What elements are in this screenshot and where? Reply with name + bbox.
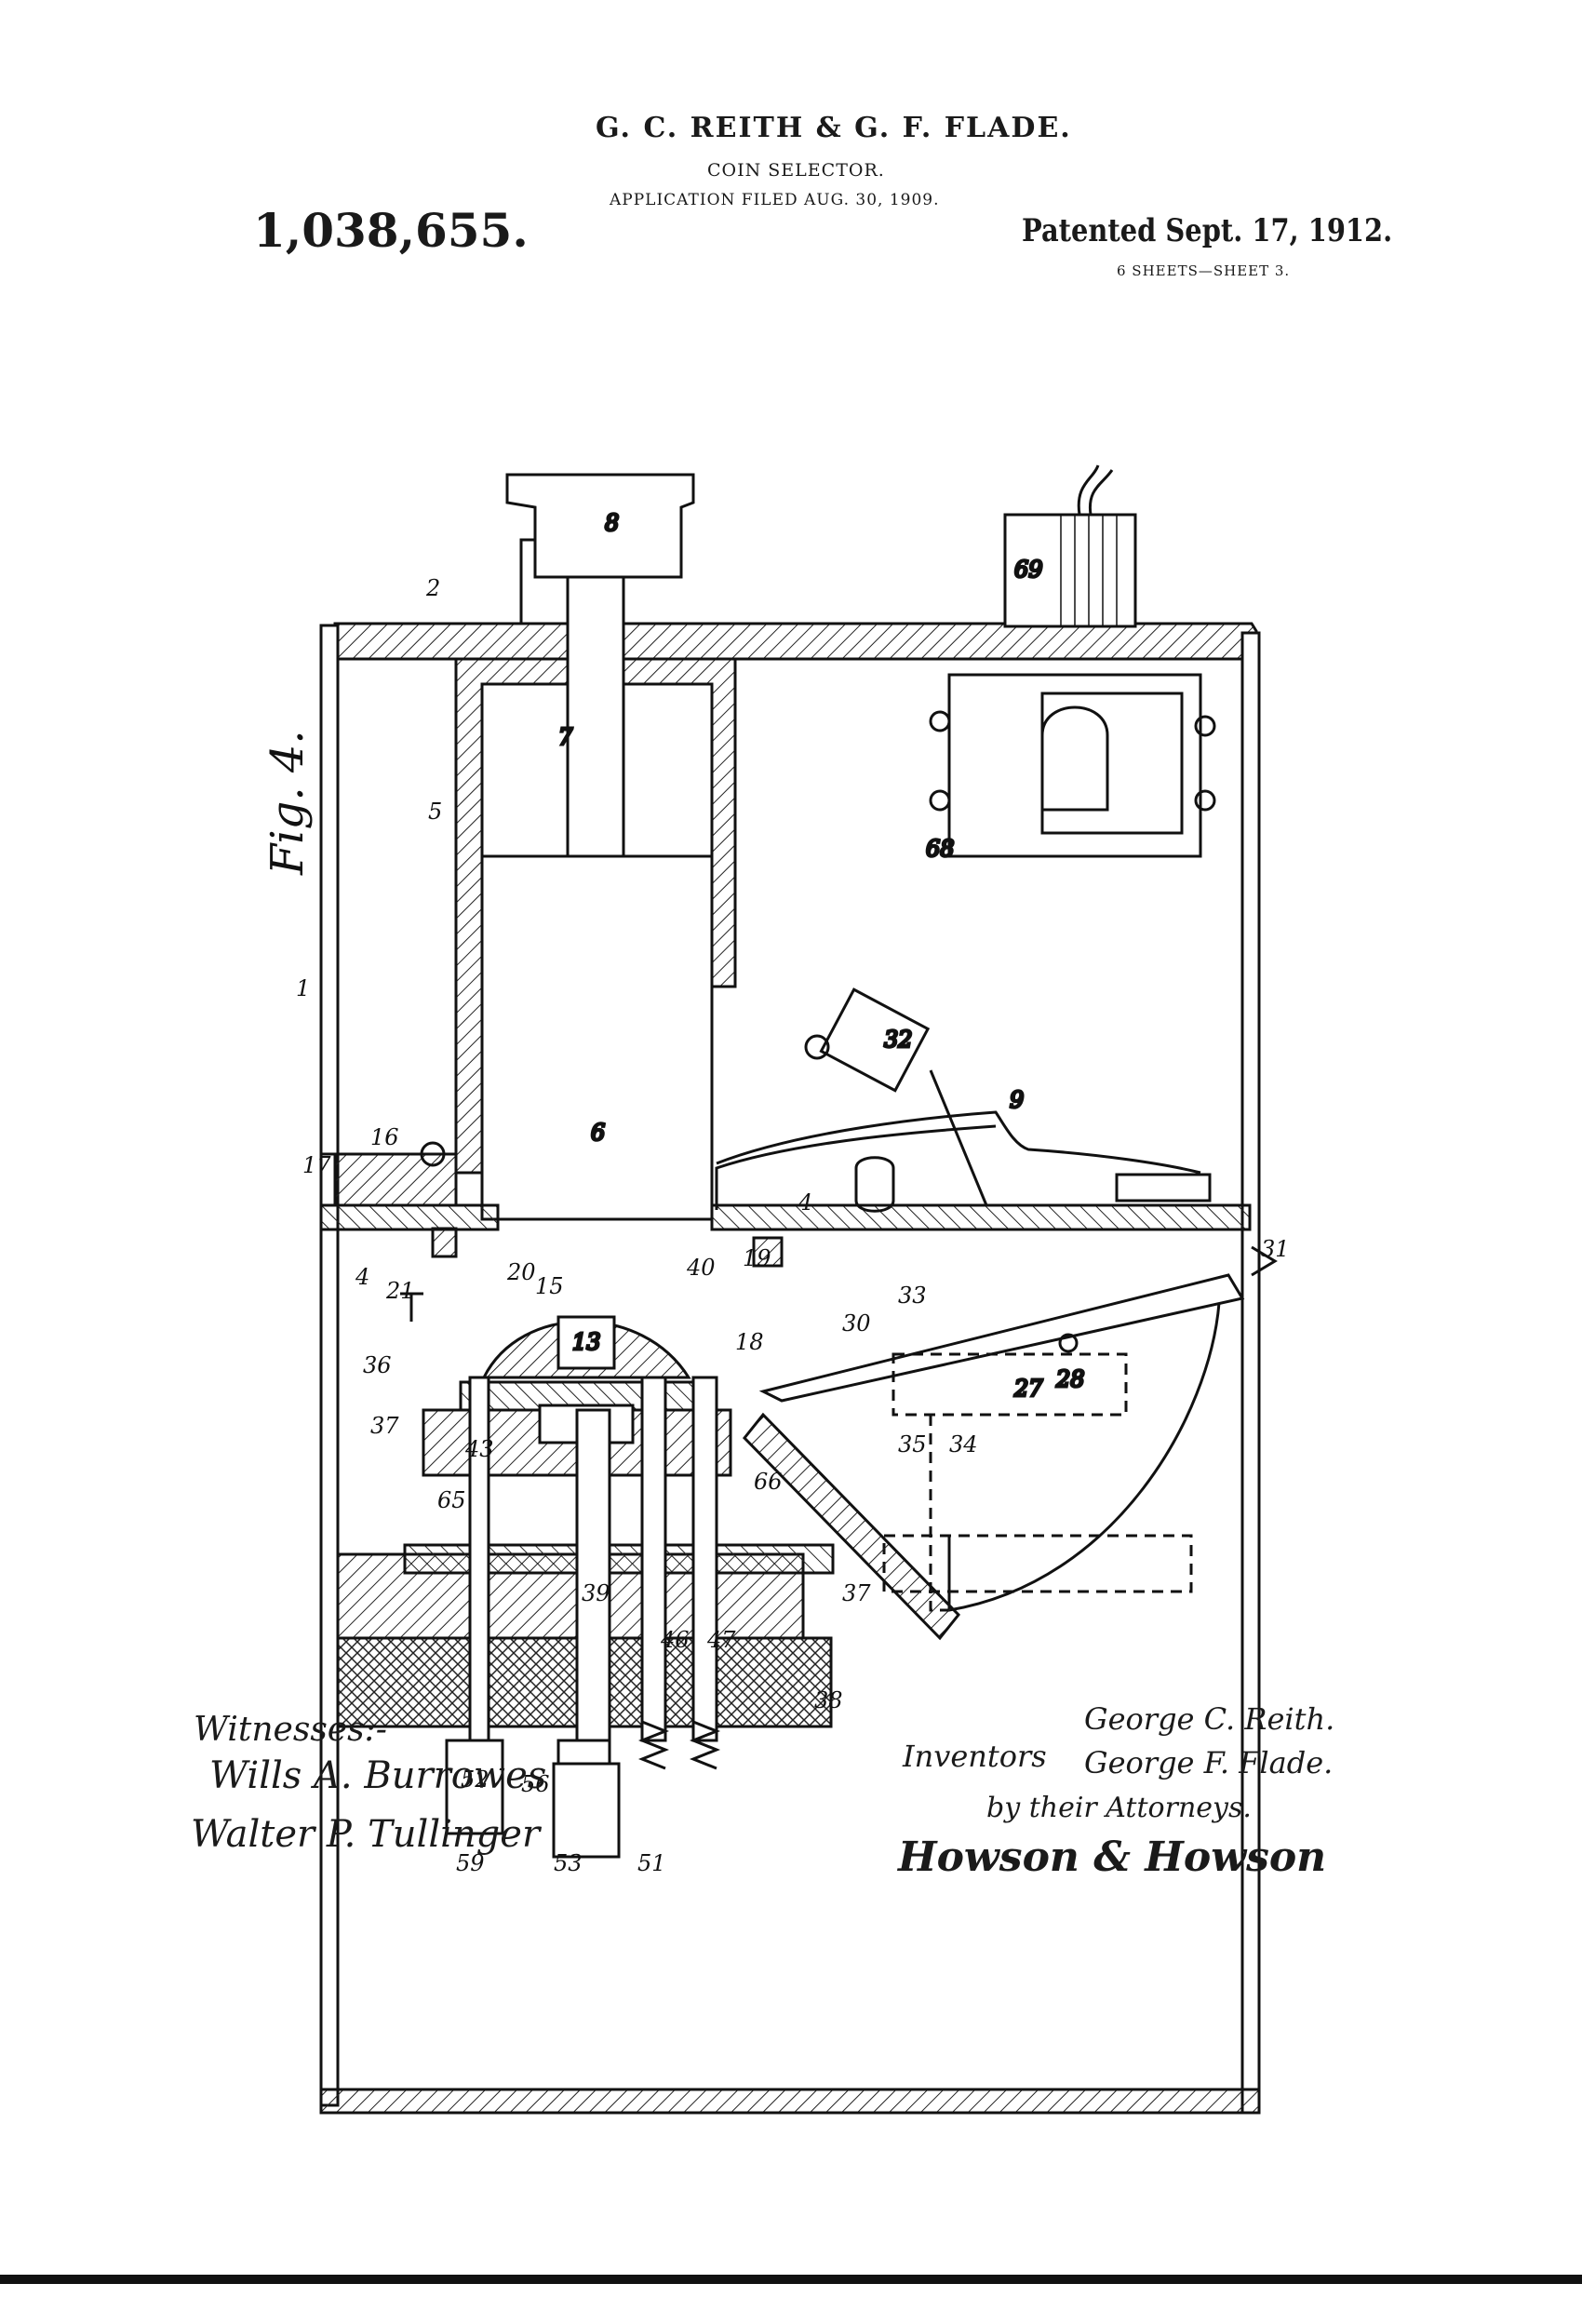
filing-date: APPLICATION FILED AUG. 30, 1909. <box>610 191 940 209</box>
solenoid-69 <box>1003 513 1137 628</box>
svg-text:53: 53 <box>554 1850 583 1876</box>
plunger-7 <box>566 575 625 858</box>
svg-text:69: 69 <box>1014 557 1043 583</box>
svg-text:17: 17 <box>302 1152 331 1178</box>
svg-text:37: 37 <box>842 1580 871 1606</box>
magnet-52 <box>445 1739 504 1835</box>
svg-text:66: 66 <box>754 1469 783 1495</box>
bottom-rule <box>0 2275 1582 2284</box>
svg-text:65: 65 <box>437 1487 466 1513</box>
svg-text:33: 33 <box>898 1283 927 1309</box>
attorneys-label: by their Attorneys. <box>986 1792 1252 1824</box>
svg-text:4: 4 <box>798 1189 812 1216</box>
sheet-number: 6 SHEETS—SHEET 3. <box>1117 262 1291 279</box>
svg-text:47: 47 <box>706 1627 736 1653</box>
svg-text:36: 36 <box>363 1352 392 1378</box>
witness-signature-2: Walter P. Tullinger <box>191 1813 541 1856</box>
attorneys-signature: Howson & Howson <box>898 1834 1327 1881</box>
chute-30 <box>758 1273 1245 1403</box>
frame-5 <box>454 657 737 1175</box>
deflector-37 <box>742 1412 961 1641</box>
box-bottom-wall <box>319 2088 1261 2115</box>
svg-text:5: 5 <box>428 799 442 825</box>
spring-9 <box>716 1110 1201 1175</box>
svg-text:35: 35 <box>898 1431 927 1458</box>
svg-text:37: 37 <box>370 1413 399 1439</box>
box-left-wall <box>319 624 340 2107</box>
invention-title: COIN SELECTOR. <box>707 160 885 181</box>
svg-text:2: 2 <box>425 575 440 601</box>
svg-text:16: 16 <box>370 1124 399 1150</box>
svg-text:15: 15 <box>535 1273 564 1299</box>
svg-text:6: 6 <box>591 1120 605 1146</box>
magnet-51 <box>552 1762 621 1859</box>
svg-text:8: 8 <box>605 510 619 536</box>
piston-6 <box>480 854 714 1221</box>
svg-text:32: 32 <box>884 1027 913 1053</box>
svg-text:30: 30 <box>842 1310 871 1337</box>
svg-text:19: 19 <box>743 1245 771 1271</box>
inventors-label: Inventors <box>903 1739 1047 1774</box>
svg-text:52: 52 <box>461 1767 489 1793</box>
patented-date: Patented Sept. 17, 1912. <box>1022 212 1393 249</box>
svg-text:4: 4 <box>355 1264 369 1290</box>
svg-text:43: 43 <box>464 1436 494 1462</box>
svg-text:27: 27 <box>1013 1376 1043 1402</box>
rod-46 <box>640 1376 667 1742</box>
svg-text:21: 21 <box>385 1278 415 1304</box>
figure-label: Fig. 4. <box>261 730 314 876</box>
svg-text:18: 18 <box>735 1329 764 1355</box>
svg-text:51: 51 <box>637 1850 666 1876</box>
svg-text:9: 9 <box>1010 1087 1024 1113</box>
svg-text:56: 56 <box>521 1771 550 1797</box>
inventor-signature-2: George F. Flade. <box>1084 1745 1334 1780</box>
svg-text:34: 34 <box>949 1431 978 1458</box>
svg-text:28: 28 <box>1055 1366 1085 1392</box>
svg-text:13: 13 <box>572 1329 601 1355</box>
weight-32 <box>819 987 931 1093</box>
witnesses-label: Witnesses:- <box>194 1711 387 1749</box>
inventor-signature-1: George C. Reith. <box>1084 1701 1335 1737</box>
coin-tray <box>947 1302 1221 1612</box>
inventors-heading: G. C. REITH & G. F. FLADE. <box>596 112 1072 144</box>
svg-text:20: 20 <box>506 1259 536 1285</box>
box-right-wall <box>1240 631 1261 2115</box>
svg-text:59: 59 <box>456 1850 485 1876</box>
witness-signature-1: Wills A. Burrowes <box>209 1754 547 1797</box>
patent-number: 1,038,655. <box>253 203 529 258</box>
svg-text:46: 46 <box>660 1627 690 1653</box>
partition-4 <box>319 1203 500 1231</box>
svg-text:31: 31 <box>1261 1236 1290 1262</box>
svg-text:38: 38 <box>814 1687 843 1713</box>
rod-47 <box>691 1376 718 1742</box>
rod-39 <box>575 1408 611 1793</box>
svg-text:68: 68 <box>926 836 955 862</box>
svg-text:1: 1 <box>296 975 310 1001</box>
svg-text:39: 39 <box>582 1580 610 1606</box>
box-top-wall <box>333 622 1258 661</box>
svg-text:40: 40 <box>686 1255 716 1281</box>
svg-text:7: 7 <box>558 724 573 750</box>
